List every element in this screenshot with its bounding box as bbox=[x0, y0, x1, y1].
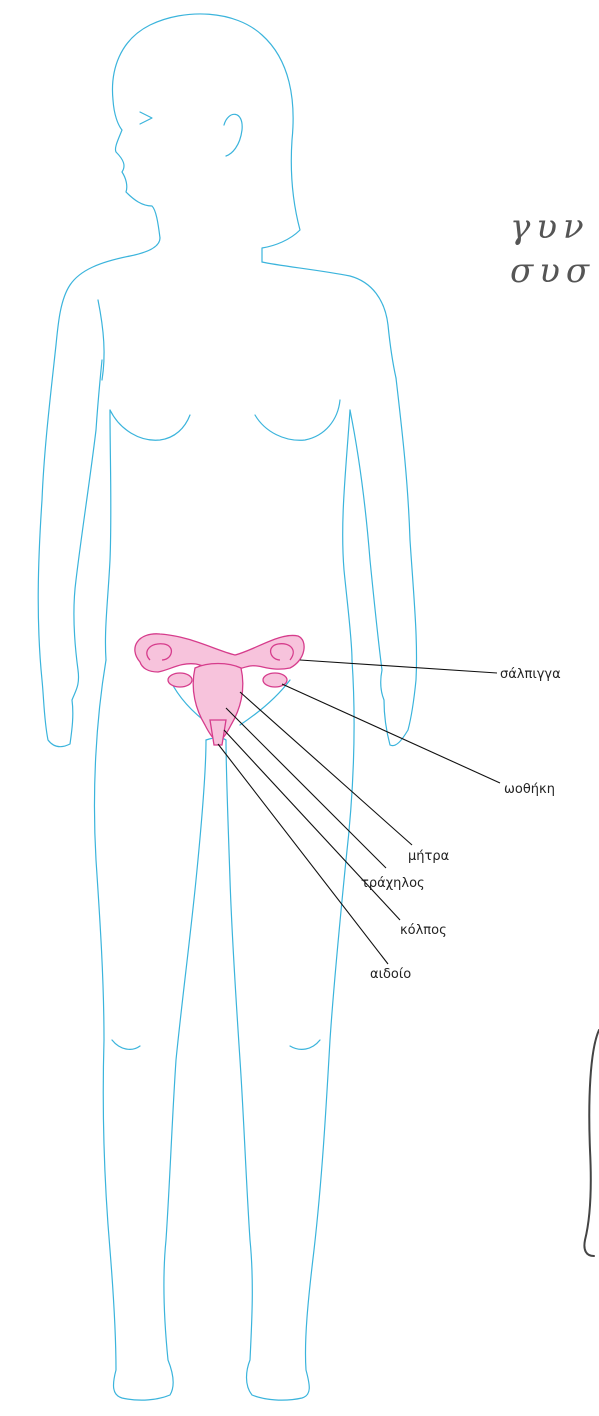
right-breast bbox=[255, 400, 340, 440]
right-knee bbox=[290, 1040, 320, 1049]
label-fallopian-tube: σάλπιγγα bbox=[500, 667, 561, 682]
label-cervix: τράχηλος bbox=[361, 876, 425, 891]
left-arm bbox=[38, 345, 102, 747]
right-leg bbox=[226, 660, 354, 1400]
heading-line-1: γυν bbox=[510, 207, 590, 247]
reproductive-organs bbox=[135, 634, 304, 745]
labels: σάλπιγγα ωοθήκη μήτρα τράχηλος κόλπος αι… bbox=[361, 667, 561, 982]
ear bbox=[224, 114, 242, 156]
left-knee bbox=[112, 1040, 140, 1049]
heading-line-2: συσ bbox=[510, 251, 595, 291]
label-ovary: ωοθήκη bbox=[504, 782, 555, 797]
face-profile bbox=[113, 100, 160, 238]
leader-oothiki bbox=[282, 684, 500, 783]
label-uterus: μήτρα bbox=[408, 849, 449, 864]
eye bbox=[140, 112, 152, 124]
left-ovary bbox=[168, 673, 192, 687]
leader-trachilos bbox=[226, 708, 386, 868]
right-arm bbox=[350, 378, 417, 746]
groin-right bbox=[240, 680, 290, 725]
label-vagina: κόλπος bbox=[400, 923, 447, 938]
leader-kolpos bbox=[224, 730, 400, 920]
leader-aidoio bbox=[218, 744, 388, 964]
leader-mitra bbox=[240, 692, 412, 845]
label-vulva: αιδοίο bbox=[370, 967, 411, 982]
handwritten-heading: γυν συσ bbox=[510, 207, 595, 291]
head-outline bbox=[112, 14, 300, 262]
right-shoulder bbox=[262, 262, 396, 378]
left-shoulder bbox=[56, 238, 160, 345]
partial-sketch-stroke bbox=[584, 1030, 599, 1256]
leader-lines bbox=[218, 660, 500, 964]
left-leg bbox=[94, 660, 206, 1400]
torso-right bbox=[343, 410, 352, 660]
leader-salpigga bbox=[300, 660, 497, 673]
torso-left bbox=[105, 410, 110, 660]
left-breast bbox=[110, 410, 190, 440]
cervix-vagina bbox=[210, 720, 226, 745]
